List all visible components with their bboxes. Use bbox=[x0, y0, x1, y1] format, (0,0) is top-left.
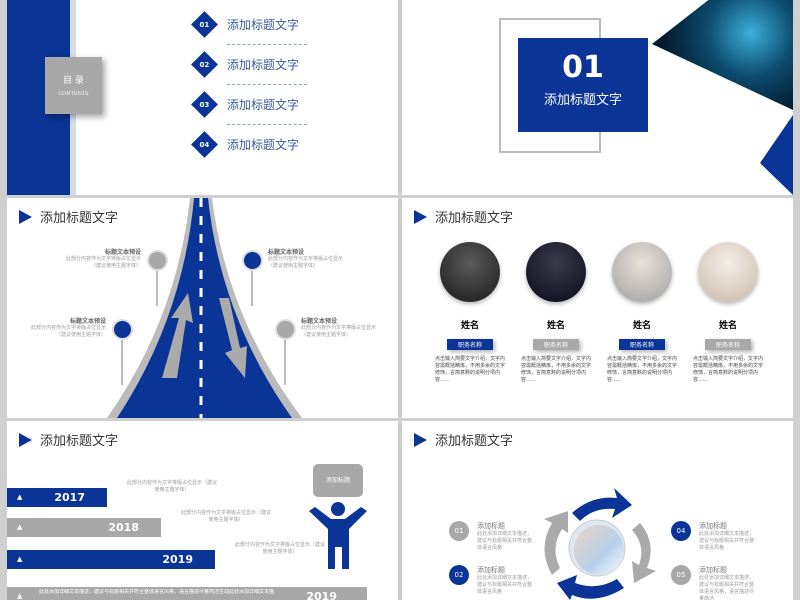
pin-text: 标题文本预设此部分内容作为文字排版占位显示（建议使用主题字体） bbox=[268, 249, 344, 269]
speech-bubble: 添加标题 bbox=[313, 464, 363, 497]
step-text: 添加标题此处添加详细文本描述，建议与标题相关并符合整体语言风格，语言描述尽量简洁 bbox=[699, 566, 755, 600]
edit-icon bbox=[112, 319, 133, 340]
menu-item-label: 添加标题文字 bbox=[227, 18, 300, 32]
year-icon: ▲ bbox=[17, 523, 23, 531]
section-box: 01 添加标题文字 bbox=[518, 38, 648, 132]
diamond-number-icon: 01 bbox=[191, 11, 218, 38]
doctor-photo bbox=[574, 525, 624, 575]
year-bar: ▲2019 bbox=[7, 587, 367, 600]
person-card: 姓名 职务名称 点击输入简要文字介绍，文字内容需概括精炼，不用多余的文字修饰，言… bbox=[607, 242, 677, 384]
pin-text: 标题文本预设此部分内容作为文字排版占位显示（建议使用主题字体） bbox=[301, 318, 377, 338]
role-badge: 职务名称 bbox=[447, 339, 493, 350]
year-bar: ▲2018 bbox=[7, 518, 161, 537]
triangle-icon bbox=[19, 209, 32, 224]
person-card: 姓名 职务名称 点击输入简要文字介绍，文字内容需概括精炼，不用多余的文字修饰，言… bbox=[521, 242, 591, 384]
triangle-icon bbox=[19, 432, 32, 447]
person-name: 姓名 bbox=[718, 321, 737, 331]
slide-road[interactable]: 添加标题文字 标题文本预设此部分内容作为文字排版占位显示（建议使用主题字体） 标… bbox=[7, 198, 398, 418]
inbox-icon bbox=[242, 250, 263, 271]
menu-item[interactable]: 01 添加标题文字 bbox=[191, 11, 299, 38]
person-desc: 点击输入简要文字介绍，文字内容需概括精炼，不用多余的文字修饰，言简意赅的说明分项… bbox=[521, 356, 592, 383]
slide-contents[interactable]: 目 录 CONTENTS 01 添加标题文字 02 添加标题文字 03 添加标题… bbox=[7, 0, 398, 195]
contents-subtitle: CONTENTS bbox=[58, 91, 89, 97]
person-name: 姓名 bbox=[460, 321, 479, 331]
slide-timeline[interactable]: 添加标题文字 ▲2017 此部分内容作为文字排版占位显示（建议使用主题字体） ▲20… bbox=[7, 421, 398, 600]
step-text: 添加标题此处添加详细文本描述，建议与标题相关并符合整体语言风格 bbox=[699, 522, 755, 551]
person-card: 姓名 职务名称 点击输入简要文字介绍，文字内容需概括精炼，不用多余的文字修饰，言… bbox=[435, 242, 505, 384]
slide-team[interactable]: 添加标题文字 姓名 职务名称 点击输入简要文字介绍，文字内容需概括精炼，不用多余… bbox=[402, 198, 793, 418]
avatar bbox=[526, 242, 586, 302]
pin-pole bbox=[284, 340, 286, 385]
year-icon: ▲ bbox=[17, 555, 23, 563]
pin-pole bbox=[121, 340, 123, 385]
diamond-number-icon: 04 bbox=[191, 131, 218, 158]
menu-item-label: 添加标题文字 bbox=[227, 58, 300, 72]
slide-cycle[interactable]: 添加标题文字 01 添加标题此处添加详细文本描述，建议与标题相关并符合整体语言风… bbox=[402, 421, 793, 600]
year-bar: ▲2017 bbox=[7, 488, 107, 507]
slide-title: 添加标题文字 bbox=[19, 430, 118, 449]
slide-title: 添加标题文字 bbox=[414, 207, 513, 226]
avatar bbox=[698, 242, 758, 302]
year-text: 此部分内容作为文字排版占位显示（建议使用主题字体） bbox=[127, 480, 218, 493]
road-graphic bbox=[107, 198, 302, 418]
year-bar: ▲2019 bbox=[7, 550, 215, 569]
person-desc: 点击输入简要文字介绍，文字内容需概括精炼，不用多余的文字修饰，言简意赅的说明分项… bbox=[435, 356, 506, 383]
avatar bbox=[612, 242, 672, 302]
menu-item[interactable]: 03 添加标题文字 bbox=[191, 91, 299, 118]
section-number: 01 bbox=[562, 50, 604, 85]
triangle-icon bbox=[414, 209, 427, 224]
truck-icon bbox=[275, 319, 296, 340]
year-text: 此处添加详细文本描述，建议与标题相关并符合整体语言风格，语言描述尽量简洁生动此处… bbox=[39, 589, 275, 595]
slide-title: 添加标题文字 bbox=[19, 207, 118, 226]
year-icon: ▲ bbox=[17, 493, 23, 501]
step-number: 01 bbox=[449, 521, 469, 541]
role-badge: 职务名称 bbox=[705, 339, 751, 350]
person-cheering-icon bbox=[309, 502, 367, 569]
menu-item[interactable]: 04 添加标题文字 bbox=[191, 131, 299, 158]
contents-title: 目 录 bbox=[63, 76, 84, 86]
divider bbox=[227, 44, 307, 45]
step-number: 05 bbox=[671, 565, 691, 585]
diamond-number-icon: 02 bbox=[191, 51, 218, 78]
divider bbox=[227, 124, 307, 125]
role-badge: 职务名称 bbox=[533, 339, 579, 350]
menu-item-label: 添加标题文字 bbox=[227, 98, 300, 112]
section-title: 添加标题文字 bbox=[543, 93, 622, 108]
pin-text: 标题文本预设此部分内容作为文字排版占位显示（建议使用主题字体） bbox=[30, 318, 106, 338]
menu-item-label: 添加标题文字 bbox=[227, 138, 300, 152]
diamond-number-icon: 03 bbox=[191, 91, 218, 118]
contents-box: 目 录 CONTENTS bbox=[45, 57, 102, 114]
person-desc: 点击输入简要文字介绍，文字内容需概括精炼，不用多余的文字修饰，言简意赅的说明分项… bbox=[607, 356, 678, 383]
person-card: 姓名 职务名称 点击输入简要文字介绍，文字内容需概括精炼，不用多余的文字修饰，言… bbox=[693, 242, 763, 384]
slide-title: 添加标题文字 bbox=[414, 430, 513, 449]
step-number: 04 bbox=[671, 521, 691, 541]
fist-image bbox=[652, 0, 793, 110]
menu-item[interactable]: 02 添加标题文字 bbox=[191, 51, 299, 78]
avatar bbox=[440, 242, 500, 302]
divider bbox=[227, 84, 307, 85]
role-badge: 职务名称 bbox=[619, 339, 665, 350]
pin-text: 标题文本预设此部分内容作为文字排版占位显示（建议使用主题字体） bbox=[65, 249, 141, 269]
year-text: 此部分内容作为文字排版占位显示（建议使用主题字体） bbox=[235, 542, 326, 555]
person-name: 姓名 bbox=[546, 321, 565, 331]
slide-section-01[interactable]: 01 添加标题文字 bbox=[402, 0, 793, 195]
triangle-icon bbox=[414, 432, 427, 447]
year-icon: ▲ bbox=[17, 592, 23, 600]
step-text: 添加标题此处添加详细文本描述，建议与标题相关并符合整体语言风格 bbox=[477, 522, 533, 551]
person-desc: 点击输入简要文字介绍，文字内容需概括精炼，不用多余的文字修饰，言简意赅的说明分项… bbox=[693, 356, 764, 383]
pin-pole bbox=[251, 271, 253, 306]
year-text: 此部分内容作为文字排版占位显示（建议使用主题字体） bbox=[181, 510, 272, 523]
money-icon bbox=[147, 250, 168, 271]
person-name: 姓名 bbox=[632, 321, 651, 331]
corner-triangle bbox=[760, 115, 793, 195]
pin-pole bbox=[156, 271, 158, 306]
step-number: 02 bbox=[449, 565, 469, 585]
step-text: 添加标题此处添加详细文本描述，建议与标题相关并符合整体语言风格 bbox=[477, 566, 533, 595]
